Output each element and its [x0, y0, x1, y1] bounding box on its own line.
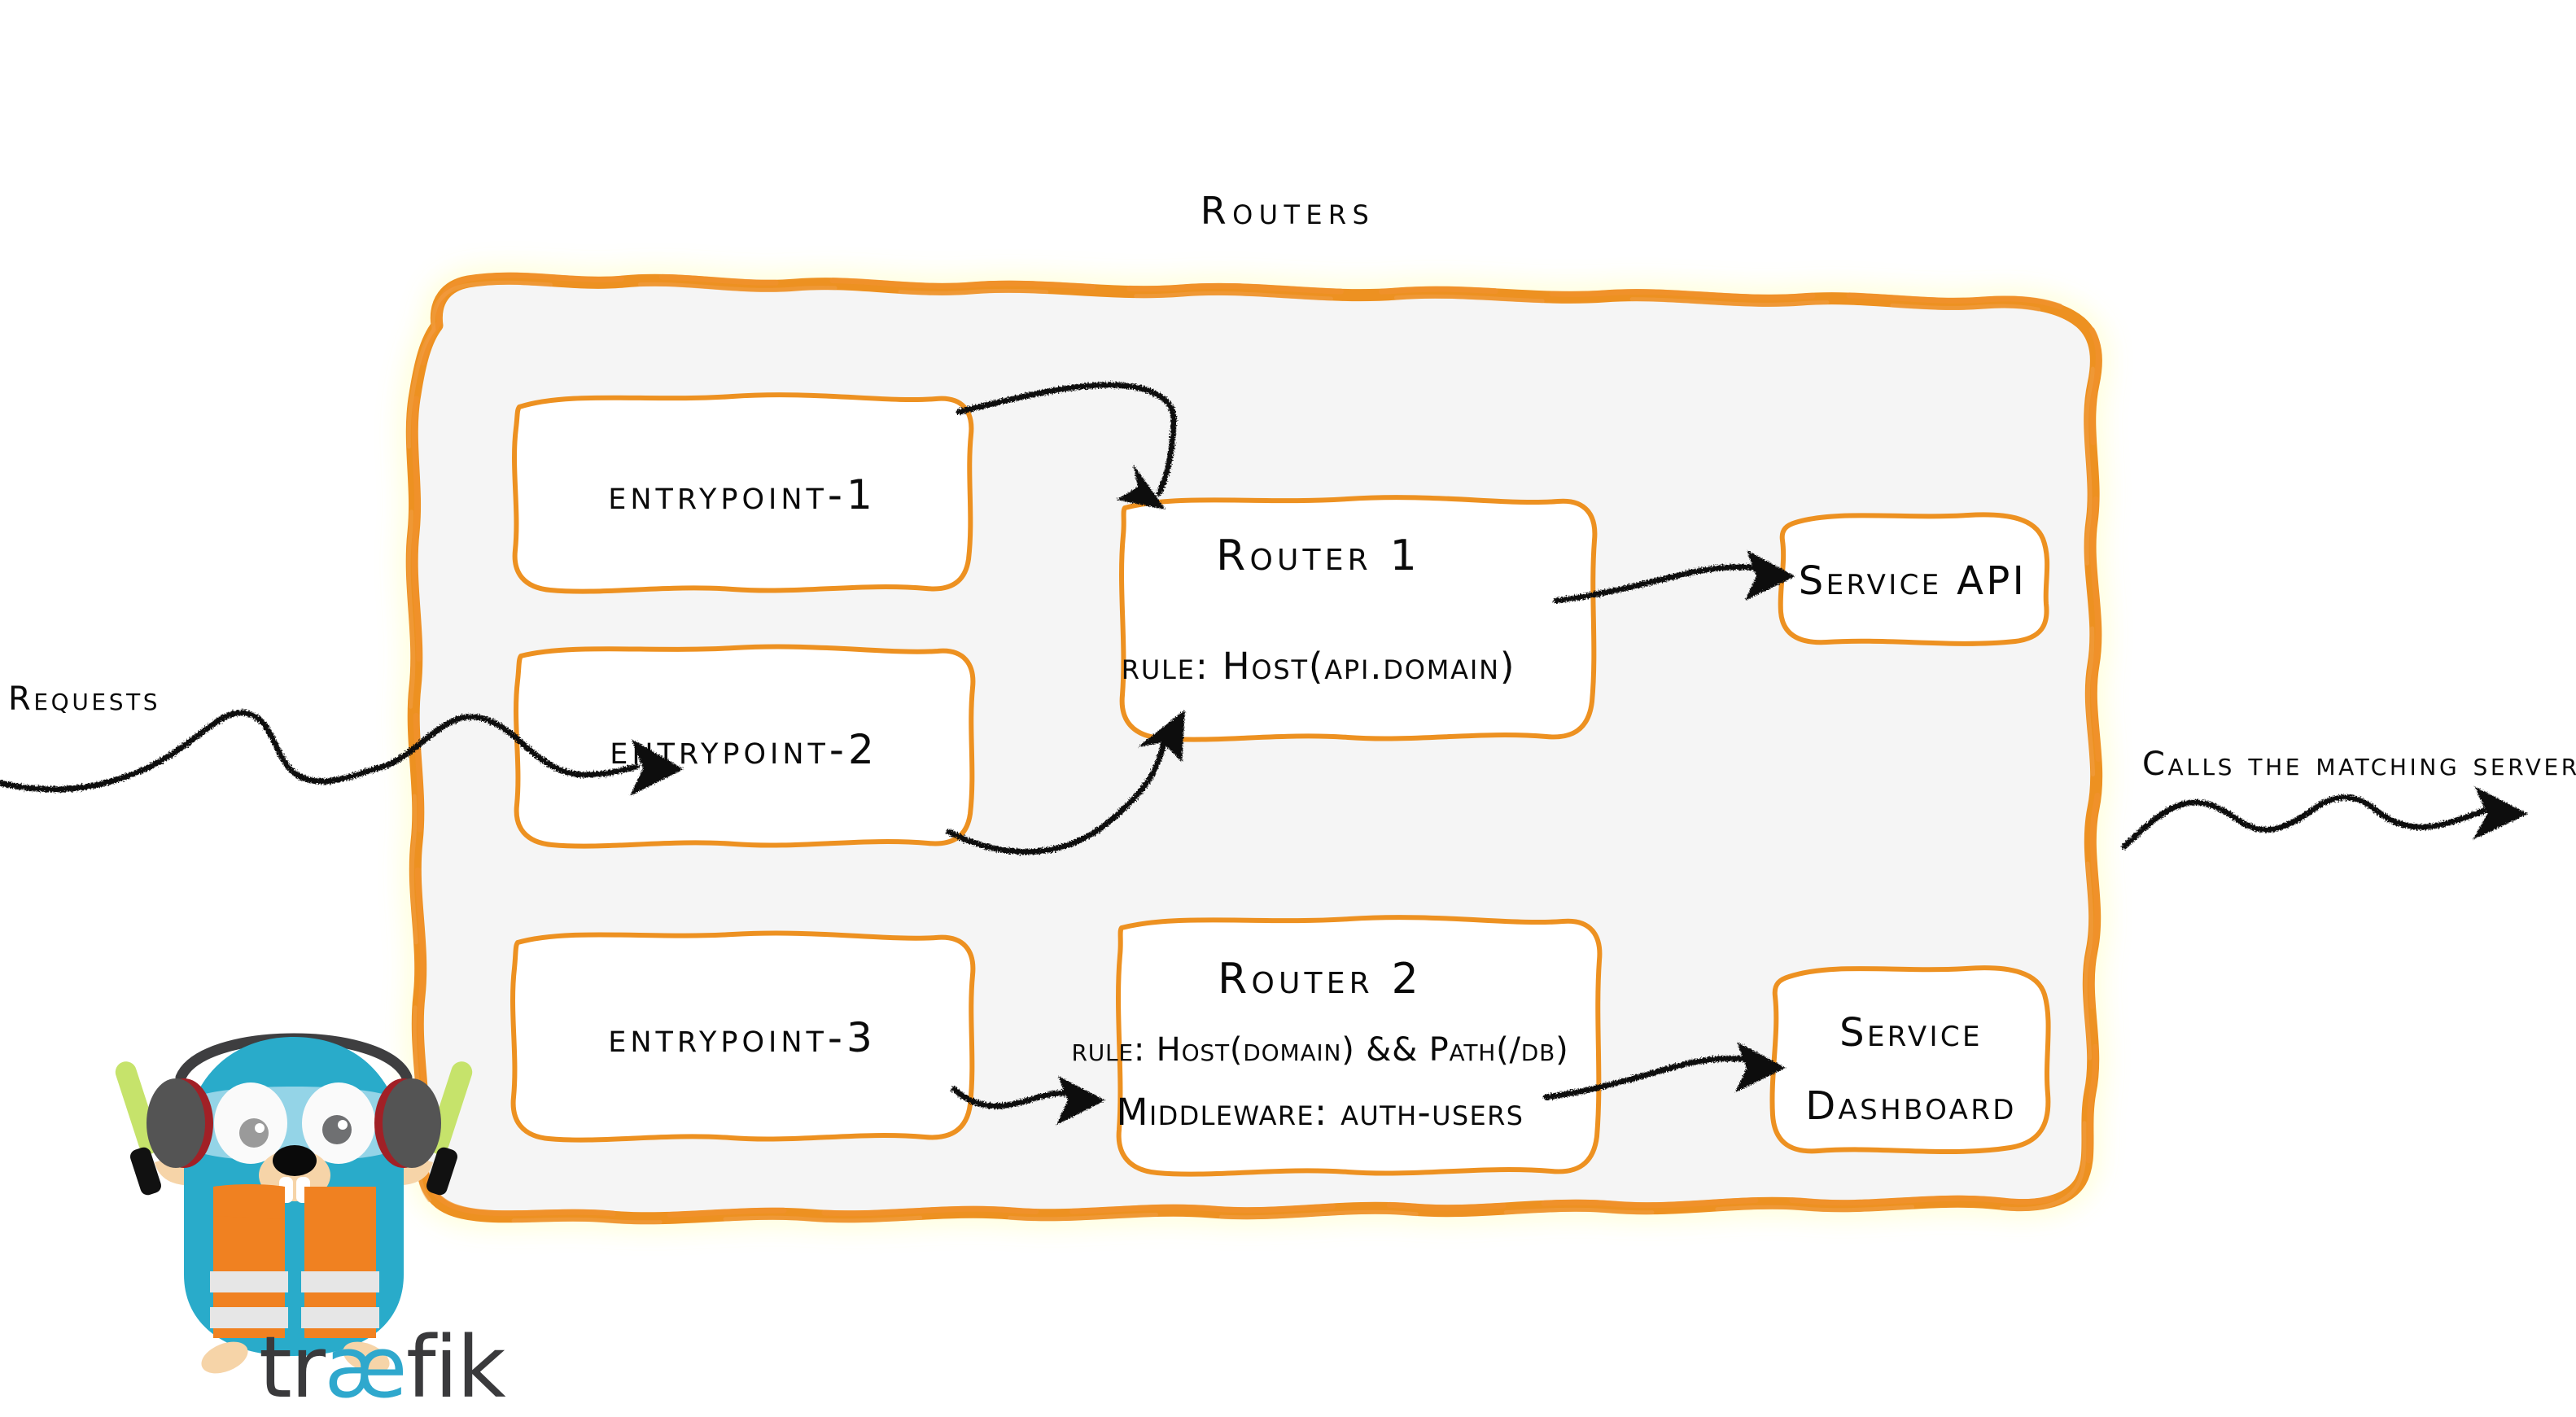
arrow-container-to-matching-server — [2121, 786, 2528, 850]
router-name-1: Router 1 — [1216, 531, 1421, 580]
router-middleware-2: Middleware: auth-users — [1117, 1091, 1524, 1134]
service-label-dashboard-line2: Dashboard — [1805, 1083, 2017, 1129]
entrypoint-box-1[interactable]: entrypoint-1 — [514, 395, 971, 592]
entrypoint-box-3[interactable]: entrypoint-3 — [513, 933, 973, 1139]
diagram-title: Routers — [1201, 189, 1375, 233]
service-box-dashboard[interactable]: Service Dashboard — [1772, 968, 2048, 1152]
service-label-api: Service API — [1799, 558, 2027, 604]
traefik-logo: træfik — [259, 1325, 506, 1410]
service-label-dashboard-line1: Service — [1839, 1010, 1983, 1056]
router-box-1[interactable]: Router 1 rule: Host(api.domain) — [1122, 497, 1595, 740]
entrypoint-label-1: entrypoint-1 — [608, 471, 877, 518]
logo-text-prefix: tr — [259, 1318, 326, 1417]
arrow-router1-to-service-api — [1553, 550, 1795, 604]
arrow-entrypoint2-to-router1 — [946, 710, 1185, 855]
router-rule-1: rule: Host(api.domain) — [1122, 645, 1515, 688]
router-name-2: Router 2 — [1218, 955, 1423, 1004]
router-box-2[interactable]: Router 2 rule: Host(domain) && Path(/db)… — [1071, 917, 1599, 1174]
arrow-entrypoint1-to-router1 — [956, 382, 1177, 510]
arrow-requests-into-container — [0, 710, 684, 796]
entrypoint-label-3: entrypoint-3 — [608, 1014, 877, 1061]
requests-label: Requests — [8, 680, 160, 718]
headphones-icon — [147, 1078, 441, 1168]
arrow-router2-to-service-dashboard — [1543, 1042, 1786, 1100]
calls-matching-server-label: Calls the matching server — [2142, 746, 2576, 783]
service-box-api[interactable]: Service API — [1781, 514, 2047, 643]
logo-ae-ligature: æ — [324, 1318, 407, 1417]
arrow-entrypoint3-to-router2 — [951, 1076, 1105, 1125]
logo-text-suffix: fik — [405, 1318, 506, 1417]
router-rule-2: rule: Host(domain) && Path(/db) — [1071, 1031, 1568, 1069]
